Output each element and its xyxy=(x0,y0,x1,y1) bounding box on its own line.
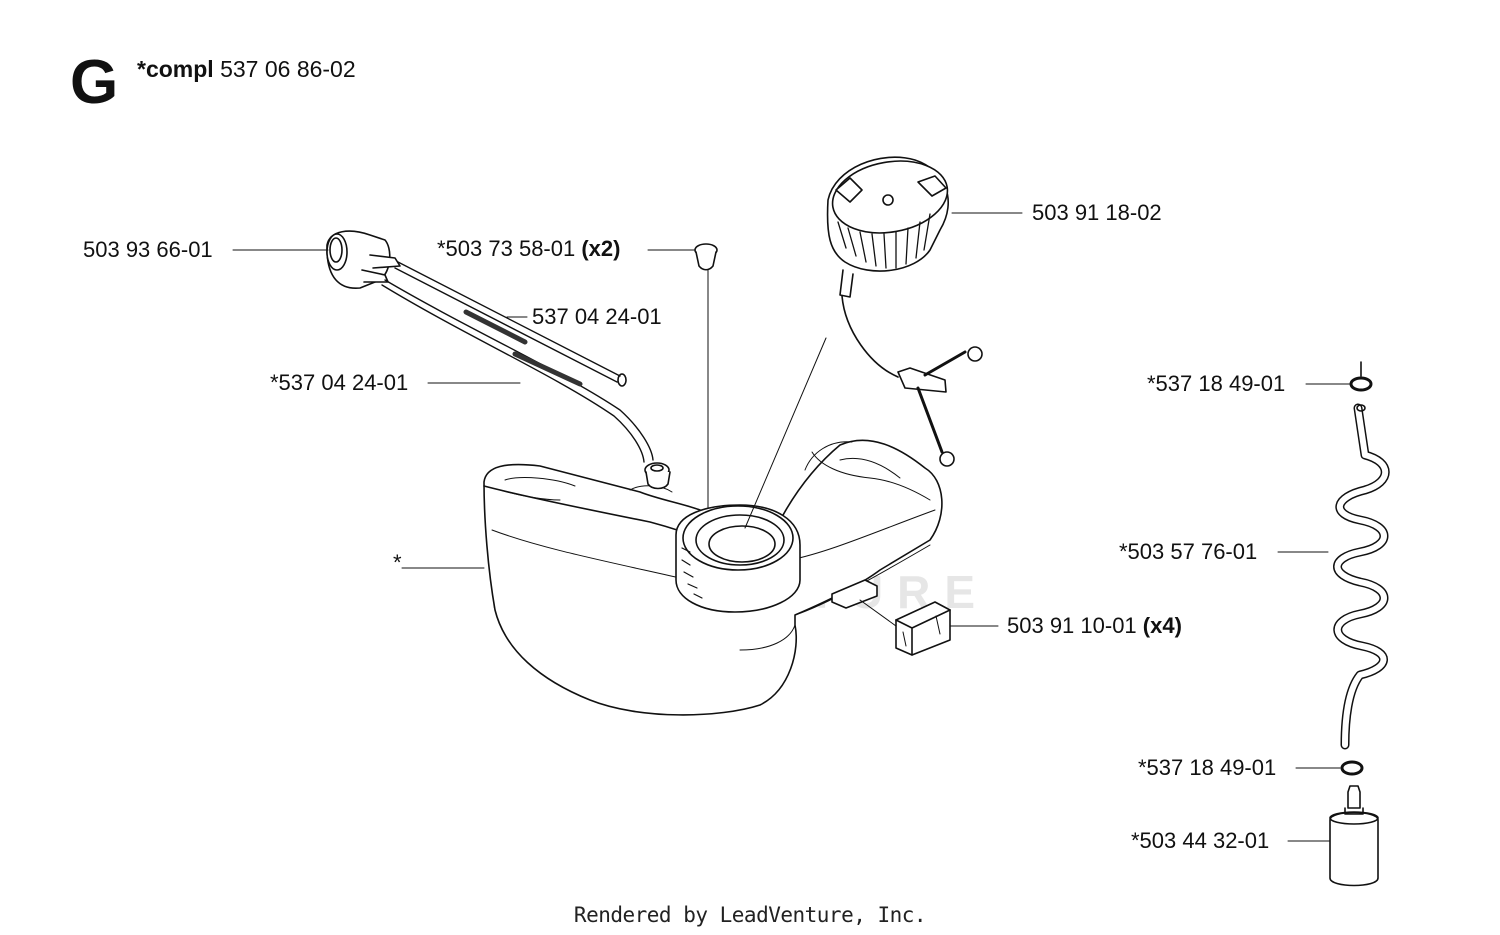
compl-label: *compl xyxy=(137,56,214,82)
part-number: 503 91 10-01 xyxy=(1007,613,1137,638)
fuel-filter-drawing xyxy=(1330,786,1378,886)
callout-fuel-hose-upper[interactable]: 537 04 24-01 xyxy=(532,306,662,328)
part-number: *503 44 32-01 xyxy=(1131,828,1270,853)
part-number: *537 18 49-01 xyxy=(1147,371,1286,396)
callout-coil-hose[interactable]: *503 57 76-01 xyxy=(1119,541,1257,563)
callout-fuel-tank[interactable]: * xyxy=(393,552,402,574)
section-letter: G xyxy=(70,48,119,117)
leader-lines xyxy=(233,213,1350,841)
part-number: 503 93 66-01 xyxy=(83,237,213,262)
callout-fuel-filter[interactable]: *503 44 32-01 xyxy=(1131,830,1269,852)
part-number: * xyxy=(393,550,402,575)
compl-part-number[interactable]: 537 06 86-02 xyxy=(220,56,356,82)
callout-fuel-hose-lower[interactable]: *537 04 24-01 xyxy=(270,372,408,394)
quantity: (x4) xyxy=(1142,613,1182,638)
grommet-drawing xyxy=(695,244,717,270)
primer-bulb-drawing xyxy=(327,231,400,288)
fuel-hoses-drawing xyxy=(382,262,653,462)
part-number: 503 91 18-02 xyxy=(1032,200,1162,225)
quantity: (x2) xyxy=(581,236,621,261)
washer-lower-drawing xyxy=(1342,762,1362,774)
callout-rubber-buffer[interactable]: 503 91 10-01 (x4) xyxy=(1007,615,1182,637)
part-number: *503 57 76-01 xyxy=(1119,539,1258,564)
fuel-cap-drawing xyxy=(827,152,982,466)
part-number: *537 04 24-01 xyxy=(270,370,409,395)
coil-hose-drawing xyxy=(1338,405,1386,745)
part-number: *503 73 58-01 xyxy=(437,236,576,261)
callout-primer-bulb[interactable]: 503 93 66-01 xyxy=(83,239,213,261)
washer-upper-drawing xyxy=(1351,362,1371,390)
callout-washer-lower[interactable]: *537 18 49-01 xyxy=(1138,757,1276,779)
callout-washer-upper[interactable]: *537 18 49-01 xyxy=(1147,373,1285,395)
callout-grommet[interactable]: *503 73 58-01 (x2) xyxy=(437,238,620,260)
complete-assembly-label: *compl 537 06 86-02 xyxy=(137,58,356,81)
filler-neck-drawing xyxy=(676,505,800,612)
tank-grommet-drawing xyxy=(645,463,670,489)
part-number: 537 04 24-01 xyxy=(532,304,662,329)
callout-fuel-cap[interactable]: 503 91 18-02 xyxy=(1032,202,1162,224)
footer-credit: Rendered by LeadVenture, Inc. xyxy=(573,903,927,927)
fuel-tank-drawing xyxy=(484,440,942,715)
rubber-buffer-drawing xyxy=(832,580,950,655)
part-number: *537 18 49-01 xyxy=(1138,755,1277,780)
